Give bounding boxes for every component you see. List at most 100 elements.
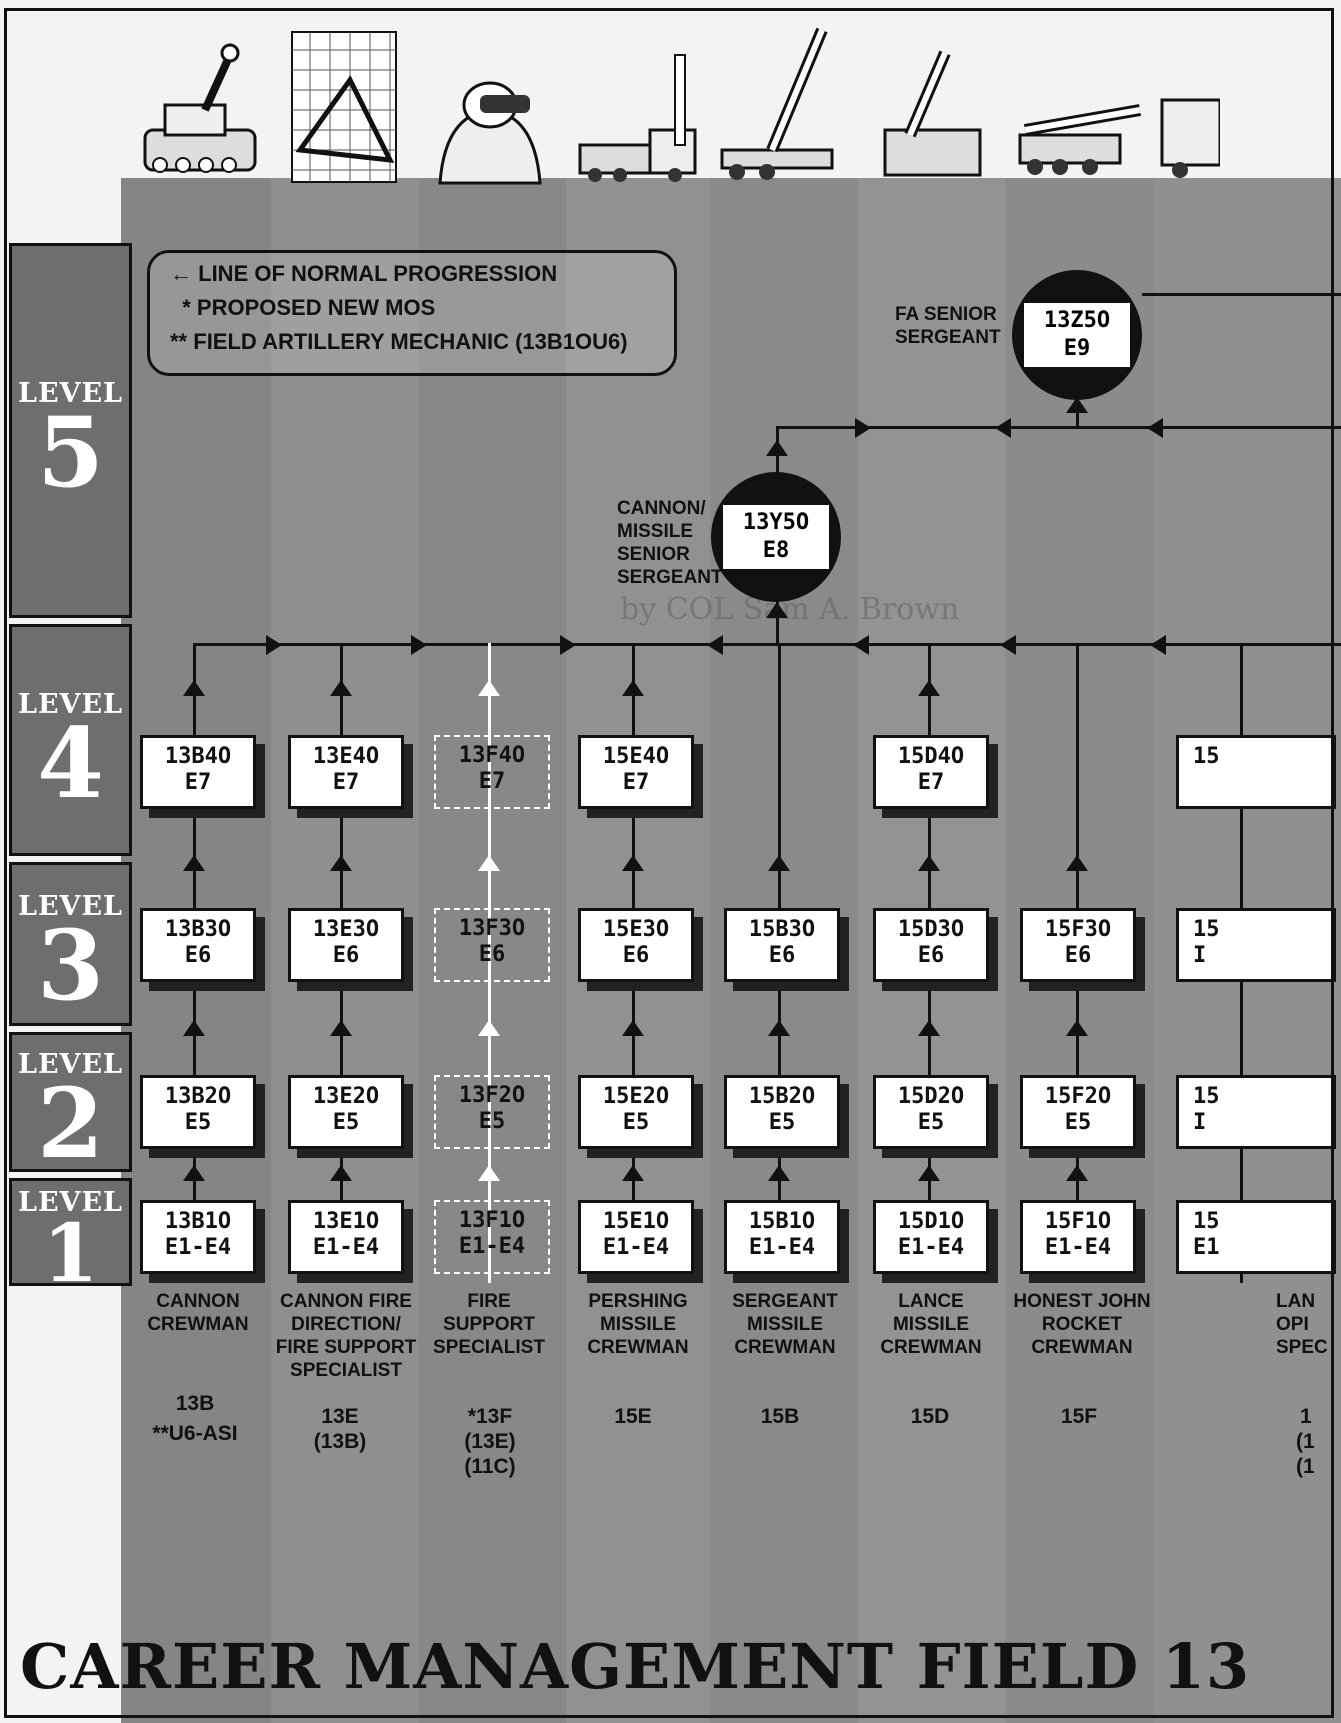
column-name-13e: CANNON FIRE DIRECTION/ FIRE SUPPORT SPEC… <box>275 1291 417 1381</box>
arrow-13b-4 <box>183 680 205 696</box>
level4-arrow-7 <box>1150 635 1166 655</box>
arrow-15f-3 <box>1066 855 1088 871</box>
column-mos-13b: 13B <box>175 1392 215 1415</box>
level-4-word: LEVEL <box>17 689 124 720</box>
level-3-word: LEVEL <box>17 891 124 922</box>
arrow-13b-1 <box>183 1165 205 1181</box>
level-5-band: LEVEL 5 <box>9 243 132 618</box>
truck-icon <box>1160 98 1220 178</box>
column-mos-13f: *13F <box>467 1405 513 1428</box>
arrow-13e-4 <box>330 680 352 696</box>
level-5-word: LEVEL <box>17 378 124 409</box>
level4-arrow-6 <box>1000 635 1016 655</box>
level-3-number: 3 <box>37 909 104 1022</box>
level4-arrow-1 <box>266 635 282 655</box>
arrow-15b-2 <box>768 1020 790 1036</box>
column-name-15f: HONEST JOHN ROCKET CREWMAN <box>1013 1291 1151 1358</box>
cannon-missile-senior-sergeant-label: CANNON/ MISSILE SENIOR SERGEANT <box>617 498 723 588</box>
arrow-15f-1 <box>1066 1165 1088 1181</box>
arrow-to-13y50 <box>766 602 788 618</box>
arrow-15e-3 <box>622 855 644 871</box>
legend-progression-row: ← LINE OF NORMAL PROGRESSION <box>170 261 557 287</box>
e8-down-stem <box>776 600 779 645</box>
arrow-15d-4 <box>918 680 940 696</box>
double-asterisk-icon: ** <box>170 329 194 354</box>
level-3-band: LEVEL 3 <box>9 862 132 1026</box>
level-1-word: LEVEL <box>17 1187 124 1218</box>
arrow-13b-3 <box>183 855 205 871</box>
level-4-band: LEVEL 4 <box>9 624 132 856</box>
arrow-13f-2 <box>478 1020 500 1036</box>
column-note-15j: (1 <box>1296 1430 1315 1453</box>
left-arrow-icon: ← <box>170 261 199 286</box>
sergeant-missile-icon <box>720 27 834 180</box>
level4-arrow-4 <box>707 635 723 655</box>
level-2-number: 2 <box>37 1067 104 1180</box>
column-note-13e: (13B) <box>313 1430 367 1453</box>
level5-arrow-left-b <box>1147 418 1163 438</box>
legend-proposed-label: PROPOSED NEW MOS <box>196 295 436 320</box>
column-mos-15f: 15F <box>1060 1405 1098 1428</box>
arrow-15d-3 <box>918 855 940 871</box>
arrow-15d-2 <box>918 1020 940 1036</box>
legend: ← LINE OF NORMAL PROGRESSION * PROPOSED … <box>147 250 677 376</box>
level4-horizontal-line <box>193 643 1341 646</box>
arrow-from-13y50 <box>766 440 788 456</box>
arrow-13f-1 <box>478 1165 500 1181</box>
fa-senior-sergeant-label: FA SENIOR SERGEANT <box>895 304 1001 348</box>
legend-progression-label: LINE OF NORMAL PROGRESSION <box>198 261 558 286</box>
mos-13y50-code: 13Y5O <box>742 510 810 535</box>
level-5-number: 5 <box>37 396 104 509</box>
arrow-13e-1 <box>330 1165 352 1181</box>
arrow-15e-4 <box>622 680 644 696</box>
mos-box-15j40: 15 <box>1176 735 1336 809</box>
level5-arrow-left-a <box>995 418 1011 438</box>
column-note-13f: (13E) <box>464 1430 516 1453</box>
arrow-to-13z50 <box>1066 397 1088 413</box>
binoculars-observer-icon <box>438 81 542 185</box>
legend-mechanic-row: ** FIELD ARTILLERY MECHANIC (13B1OU6) <box>170 329 628 355</box>
e9-right-connector <box>1142 293 1341 296</box>
level4-arrow-3 <box>560 635 576 655</box>
column-name-13f: FIRE SUPPORT SPECIALIST <box>433 1291 545 1358</box>
column-bg-13f <box>419 178 566 1723</box>
column-note-13b: **U6-ASI <box>152 1422 238 1445</box>
column-name-15d: LANCE MISSILE CREWMAN <box>880 1291 982 1358</box>
column-mos-15b: 15B <box>760 1405 800 1428</box>
column-note2-15j: (1 <box>1296 1455 1315 1478</box>
arrow-13e-2 <box>330 1020 352 1036</box>
asterisk-icon: * <box>170 295 197 320</box>
level4-arrow-5 <box>853 635 869 655</box>
page-frame <box>4 8 1334 1718</box>
arrow-13f-4 <box>478 680 500 696</box>
column-mos-13e: 13E <box>321 1405 359 1428</box>
column-mos-15j: 1 <box>1300 1405 1312 1428</box>
arrow-15e-2 <box>622 1020 644 1036</box>
level4-arrow-2 <box>411 635 427 655</box>
arrow-15e-1 <box>622 1165 644 1181</box>
column-name-15j: LAN OPI SPEC <box>1276 1291 1328 1358</box>
column-name-15b: SERGEANT MISSILE CREWMAN <box>732 1291 838 1358</box>
mos-13z50-grade: E9 <box>1063 336 1091 361</box>
